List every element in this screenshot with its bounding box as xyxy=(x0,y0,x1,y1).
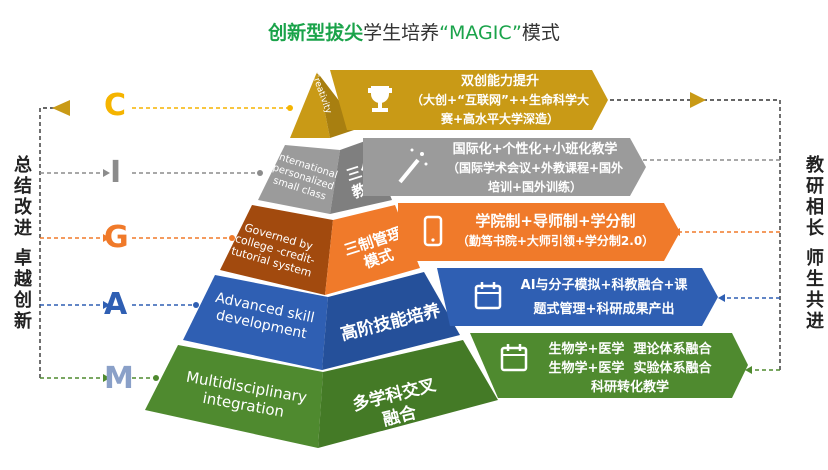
dot-i xyxy=(257,170,263,176)
banner-governed xyxy=(398,203,680,261)
banner-advanced xyxy=(437,268,718,326)
dot-m xyxy=(153,375,159,381)
letter-i: I xyxy=(110,155,122,190)
title-magic: MAGIC xyxy=(449,22,513,44)
title-rest: 学生培养 xyxy=(363,22,440,44)
left-top-arrowhead xyxy=(52,100,70,116)
banner-creativity xyxy=(330,70,608,130)
right-arrowhead-a xyxy=(718,294,725,302)
banner-governed-text: 学院制+导师制+学分制 （勤笃书院+大师引领+学分制2.0） xyxy=(448,211,663,251)
banner-multidisciplinary-line-3: 科研转化教学 xyxy=(590,380,669,395)
right-side-text: 教研相长 师生共进 xyxy=(803,155,824,333)
title-quote-open: “ xyxy=(439,22,449,44)
page-title: 创新型拔尖学生培养“MAGIC”模式 xyxy=(0,18,828,45)
arrowhead-g xyxy=(103,234,110,242)
banner-creativity-line-2: （大创+“互联网”++生命科学大 xyxy=(411,93,589,107)
letter-m: M xyxy=(104,361,134,396)
banner-multidisciplinary-text: 生物学+医学 理论体系融合 生物学+医学 实验体系融合 科研转化教学 xyxy=(532,340,728,397)
tier-multidisciplinary-front xyxy=(145,345,323,448)
banner-advanced-line-2: 题式管理+科研成果产出 xyxy=(533,302,675,317)
right-arrowhead-m xyxy=(745,366,752,374)
banner-multidisciplinary-line-1: 生物学+医学 理论体系融合 xyxy=(548,342,712,357)
banner-creativity-line-1: 双创能力提升 xyxy=(460,74,539,89)
banner-international-text: 国际化+个性化+小班化教学 （国际学术会议+外教课程+国外 培训+国外训练） xyxy=(430,140,640,197)
right-loop-line xyxy=(690,99,781,370)
calendar-icon-advanced xyxy=(474,282,502,310)
banner-advanced-line-1: AI与分子模拟+科教融合+课 xyxy=(520,278,688,293)
banner-multidisciplinary-line-2: 生物学+医学 实验体系融合 xyxy=(548,361,712,376)
tier-creativity-front xyxy=(290,72,330,138)
magic-wand-icon xyxy=(398,148,428,184)
tier-governed-side xyxy=(325,205,420,295)
banner-creativity-line-3: 赛+高水平大学深造） xyxy=(440,112,560,126)
banner-international-line-3: 培训+国外训练） xyxy=(487,180,583,194)
calendar-icon-multidisciplinary xyxy=(500,344,528,372)
arrowhead-a xyxy=(103,301,110,309)
left-side-text: 总结改进 卓越创新 xyxy=(11,155,32,333)
banner-advanced-text: AI与分子模拟+科教融合+课 题式管理+科研成果产出 xyxy=(506,274,702,322)
right-top-arrowhead xyxy=(690,92,706,108)
tier-international-front xyxy=(258,145,340,214)
dot-c xyxy=(287,105,293,111)
banner-international xyxy=(363,138,646,196)
tier-governed-front xyxy=(220,205,333,295)
tier-multidisciplinary-side xyxy=(318,340,498,448)
arrowhead-i xyxy=(103,169,110,177)
tier-advanced-side xyxy=(322,272,460,370)
dot-a xyxy=(193,302,199,308)
letter-a: A xyxy=(104,287,128,322)
banner-creativity-text: 双创能力提升 （大创+“互联网”++生命科学大 赛+高水平大学深造） xyxy=(400,72,600,129)
letter-g: G xyxy=(104,220,129,255)
trophy-icon xyxy=(368,86,392,112)
letter-c: C xyxy=(104,88,127,123)
title-highlight: 创新型拔尖 xyxy=(268,22,364,44)
banner-international-line-1: 国际化+个性化+小班化教学 xyxy=(452,142,618,157)
banner-international-line-2: （国际学术会议+外教课程+国外 xyxy=(446,161,624,175)
tier-advanced-front xyxy=(183,275,328,370)
dot-g xyxy=(229,235,235,241)
banner-governed-line-2: （勤笃书院+大师引领+学分制2.0） xyxy=(456,234,655,248)
arrowhead-m xyxy=(103,374,110,382)
title-suffix: 模式 xyxy=(521,22,560,44)
banner-multidisciplinary xyxy=(470,333,748,398)
title-quote-close: ” xyxy=(512,22,522,44)
banner-governed-line-1: 学院制+导师制+学分制 xyxy=(475,212,636,230)
smartphone-icon xyxy=(423,215,443,247)
